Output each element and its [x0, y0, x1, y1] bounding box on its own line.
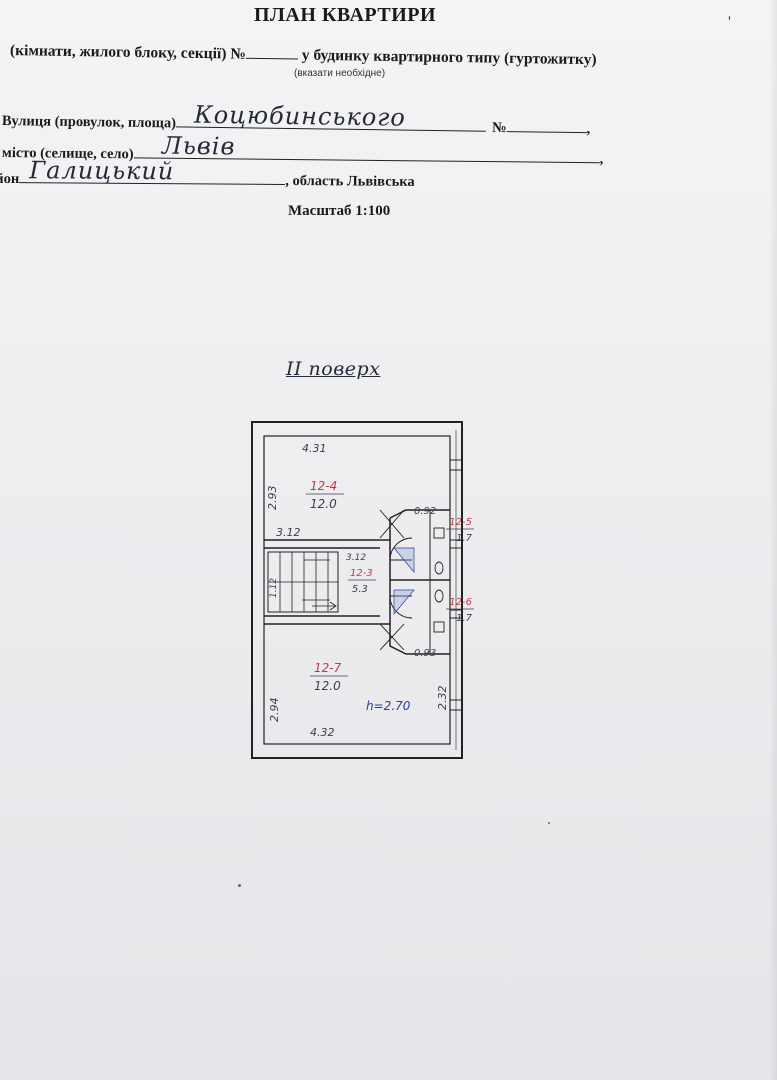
region-text: , область Львівська — [285, 172, 415, 190]
dim-top-width: 4.31 — [302, 442, 327, 455]
district-row: район Галицький , область Львівська — [0, 156, 415, 191]
dim-wc-bottom: 0.93 — [414, 648, 436, 659]
city-value: Львів — [161, 131, 236, 161]
room-6-id: 12-6 — [449, 597, 472, 608]
floor-label: II поверх — [286, 358, 381, 380]
city-field: Львів — [133, 132, 600, 164]
street-label: Вулиця (провулок, площа) — [1, 113, 177, 132]
district-value: Галицький — [29, 156, 175, 186]
street-field: Коцюбинського — [175, 101, 487, 132]
floor-plan: 4.31 2.93 3.12 3.12 0.92 0.93 1.12 2.94 … — [251, 421, 474, 759]
outer-wall-outline — [251, 421, 463, 759]
room-4-id: 12-4 — [310, 479, 337, 493]
room-3-area: 5.3 — [352, 584, 368, 595]
wc-shading — [393, 547, 415, 615]
window-marks — [450, 430, 462, 750]
subtitle-left: (кімнати, жилого блоку, секції) № — [9, 42, 247, 63]
room-7-area: 12.0 — [314, 679, 341, 693]
room-3-id: 12-3 — [350, 568, 373, 579]
dim-right-lower: 2.32 — [436, 686, 449, 711]
subtitle-right: у будинку квартирного типу (гуртожитку) — [301, 46, 597, 69]
room-6-area: 1.7 — [456, 613, 473, 624]
dim-wc-top: 0.92 — [414, 506, 436, 517]
stray-mark: ' — [728, 14, 731, 31]
sanitary-fixtures — [433, 527, 445, 633]
page-edge-shadow — [769, 0, 777, 1080]
district-field: Галицький — [19, 156, 286, 185]
dim-bottom-width: 4.32 — [310, 726, 335, 739]
inner-wall-outline — [263, 435, 451, 745]
dim-mid-width: 3.12 — [276, 526, 301, 539]
room-4-area: 12.0 — [310, 497, 337, 511]
dim-left-upper: 2.93 — [266, 486, 279, 511]
dim-left-lower: 2.94 — [268, 698, 281, 723]
stair-steps — [268, 552, 338, 612]
room-5-id: 12-5 — [449, 517, 472, 528]
paper-speck — [238, 884, 241, 887]
street-value: Коцюбинського — [193, 100, 407, 132]
section-number-blank — [245, 43, 299, 60]
document-title: ПЛАН КВАРТИРИ — [253, 4, 437, 26]
district-label: район — [0, 170, 20, 188]
hint-text: (вказати необхідне) — [294, 68, 386, 79]
room-7-id: 12-7 — [314, 661, 342, 675]
room-5-area: 1.7 — [456, 533, 473, 544]
dim-mid-small: 3.12 — [346, 553, 366, 563]
paper-speck — [548, 822, 550, 824]
subtitle-line: (кімнати, жилого блоку, секції) № у буди… — [10, 40, 597, 69]
dim-stair: 1.12 — [269, 578, 279, 598]
number-field — [506, 115, 587, 134]
wc-block — [389, 509, 450, 655]
scale-label: Масштаб 1:100 — [288, 203, 391, 219]
number-label: № — [491, 119, 507, 137]
ceiling-height: h=2.70 — [366, 699, 411, 713]
